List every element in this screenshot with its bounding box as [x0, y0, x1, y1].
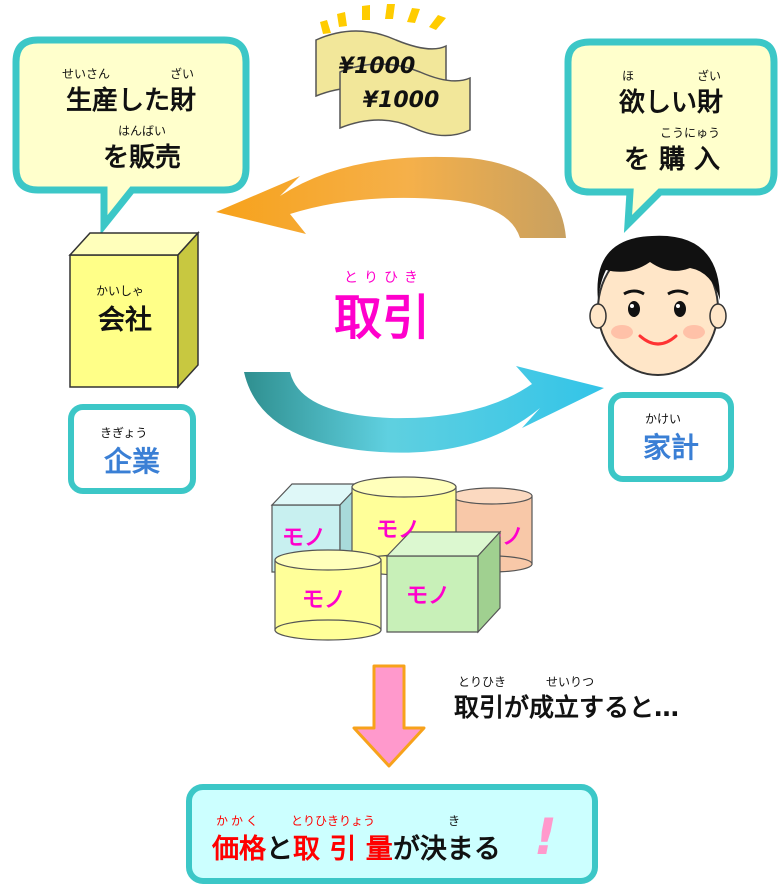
money-bill-back-label: ¥1000 — [338, 54, 416, 79]
household-ruby: かけい — [645, 412, 682, 426]
result-ruby-torihiki: とりひき — [458, 675, 507, 689]
center-label: 取引 — [333, 290, 430, 346]
buyer-ruby-ho: ほ — [622, 69, 635, 83]
seller-ruby-zai: ざい — [170, 67, 195, 81]
buyer-ruby-zai: ざい — [697, 69, 722, 83]
conclusion-ruby-kakaku: かかく — [216, 814, 262, 828]
household-label: 家計 — [642, 431, 699, 464]
money-bill-front-icon — [339, 63, 471, 137]
goods-item-green-cube — [385, 530, 502, 634]
goods-label-yellow-back: モノ — [376, 518, 421, 543]
seller-ruby-seisan: せいさん — [62, 67, 111, 81]
buyer-ruby-kounyuu: こうにゅう — [660, 126, 721, 140]
seller-line1: 生産した財 — [65, 86, 196, 116]
company-building-icon — [68, 231, 200, 389]
conclusion-ruby-torihikiryou: とりひきりょう — [291, 814, 376, 828]
seller-ruby-hanbai: はんばい — [118, 124, 167, 138]
center-ruby: とりひき — [344, 270, 424, 286]
result-text: 取引が成立すると… — [454, 693, 680, 722]
seller-speech-bubble — [12, 36, 250, 235]
conclusion-rest: が決まる — [392, 834, 501, 865]
goods-item-yellow-cylinder-front — [274, 549, 382, 641]
household-label-box — [608, 392, 734, 482]
conclusion-ruby-ki: き — [448, 814, 461, 828]
goods-flow-arrow — [244, 366, 604, 453]
firm-label-box — [68, 404, 196, 494]
goods-label-teal-cube: モノ — [282, 526, 327, 551]
person-face-icon — [589, 235, 727, 376]
money-bill-front-label: ¥1000 — [362, 88, 440, 113]
buyer-speech-bubble — [564, 38, 778, 234]
buyer-line1: 欲しい財 — [618, 88, 723, 118]
conclusion-sentence: 価格と取 引 量が決まる — [212, 827, 501, 866]
conclusion-word-volume: 取 引 量 — [293, 834, 393, 865]
buyer-line2: を 購 入 — [623, 145, 721, 175]
conclusion-box — [186, 784, 598, 884]
conclusion-exclaim: ! — [534, 808, 557, 866]
money-sparkle — [320, 4, 446, 34]
goods-label-orange-cylinder: モノ — [480, 525, 525, 550]
money-flow-arrow — [216, 156, 566, 238]
firm-ruby: きぎょう — [100, 426, 148, 440]
result-ruby-seiritsu: せいりつ — [546, 675, 595, 689]
seller-line2: を販売 — [102, 143, 181, 173]
conclusion-word-price: 価格 — [212, 834, 266, 865]
goods-label-green-cube: モノ — [406, 584, 451, 609]
company-label: 会社 — [98, 305, 152, 336]
goods-pile — [270, 476, 533, 641]
goods-label-yellow-front: モノ — [302, 588, 347, 613]
down-arrow-icon — [352, 664, 426, 768]
firm-label: 企業 — [103, 445, 160, 478]
conclusion-particle-to: と — [266, 834, 293, 865]
company-ruby: かいしゃ — [96, 284, 145, 298]
